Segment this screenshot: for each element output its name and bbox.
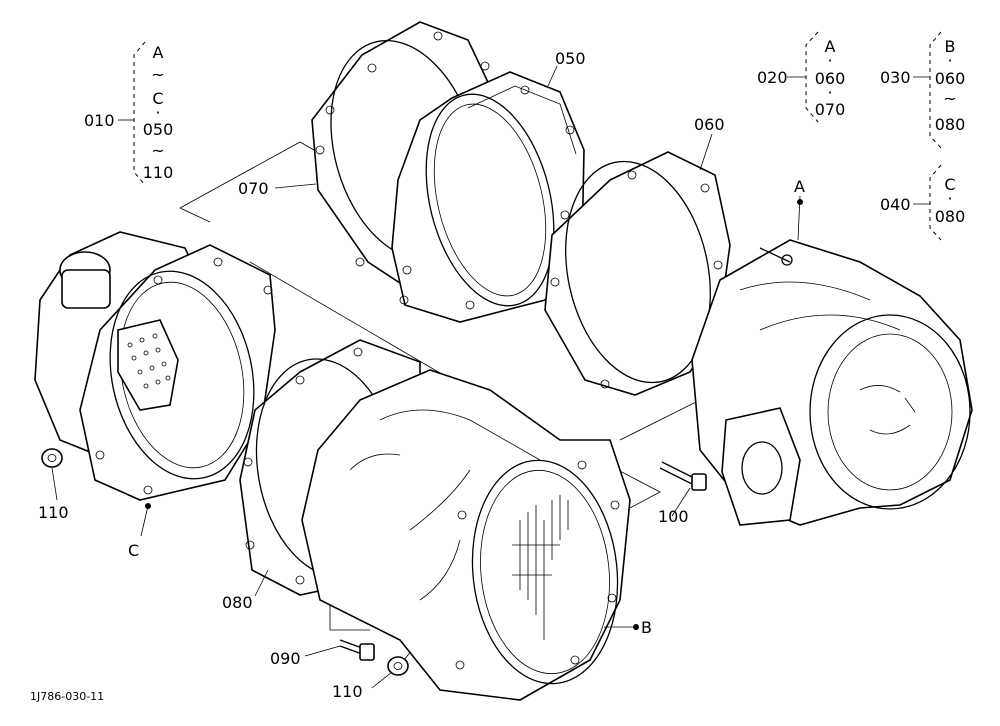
g010-item: C	[152, 89, 163, 108]
leader-lines	[51, 65, 930, 689]
g010-item: 050	[143, 120, 174, 139]
bolt-100	[659, 461, 707, 491]
callout-070: 070	[238, 179, 269, 198]
g010-item: ·	[155, 103, 160, 122]
callout-110-bottom: 110	[332, 682, 363, 701]
g020-item: 060	[815, 69, 846, 88]
outlet-assembly	[691, 239, 973, 526]
callout-020: 020	[757, 68, 788, 87]
g030-item: 060	[935, 69, 966, 88]
callout-060: 060	[694, 115, 725, 134]
callout-050: 050	[555, 49, 586, 68]
ref-b: B	[641, 618, 652, 637]
gasket-060	[544, 151, 731, 396]
callout-090: 090	[270, 649, 301, 668]
callout-010: 010	[84, 111, 115, 130]
g010-item: A	[153, 43, 164, 62]
figure-code: 1J786-030-11	[30, 690, 104, 703]
g040-item: C	[944, 175, 955, 194]
callout-110-left: 110	[38, 503, 69, 522]
bolt-090	[339, 639, 375, 661]
group-010-list: A ~ C · 050 ~ 110	[143, 43, 174, 182]
callout-080: 080	[222, 593, 253, 612]
ref-a: A	[794, 177, 805, 196]
flange-050	[391, 71, 585, 323]
callout-030: 030	[880, 68, 911, 87]
g030-item: B	[945, 37, 956, 56]
reference-letters: A B C	[128, 177, 805, 637]
g040-item: ·	[947, 189, 952, 208]
g010-item: ~	[151, 141, 164, 160]
ref-c: C	[128, 541, 139, 560]
g020-item: ·	[827, 51, 832, 70]
g030-item: ·	[947, 51, 952, 70]
g020-item: A	[825, 37, 836, 56]
group-030-list: B · 060 ~ 080	[935, 37, 966, 134]
nut-110-left	[41, 448, 63, 468]
g020-item: 070	[815, 100, 846, 119]
callout-100: 100	[658, 507, 689, 526]
g030-item: 080	[935, 115, 966, 134]
callout-040: 040	[880, 195, 911, 214]
nut-110-bottom	[387, 656, 409, 676]
g010-item: 110	[143, 163, 174, 182]
group-020-list: A · 060 · 070	[815, 37, 846, 119]
group-040-list: C · 080	[935, 175, 966, 226]
filter-body	[301, 369, 631, 701]
g040-item: 080	[935, 207, 966, 226]
group-brackets	[133, 31, 942, 241]
callout-labels: 010 020 030 040 050 060 070 080 090 100 …	[38, 49, 911, 701]
g010-item: ~	[151, 65, 164, 84]
g020-item: ·	[827, 83, 832, 102]
g030-item: ~	[943, 89, 956, 108]
flange-left	[79, 244, 276, 501]
